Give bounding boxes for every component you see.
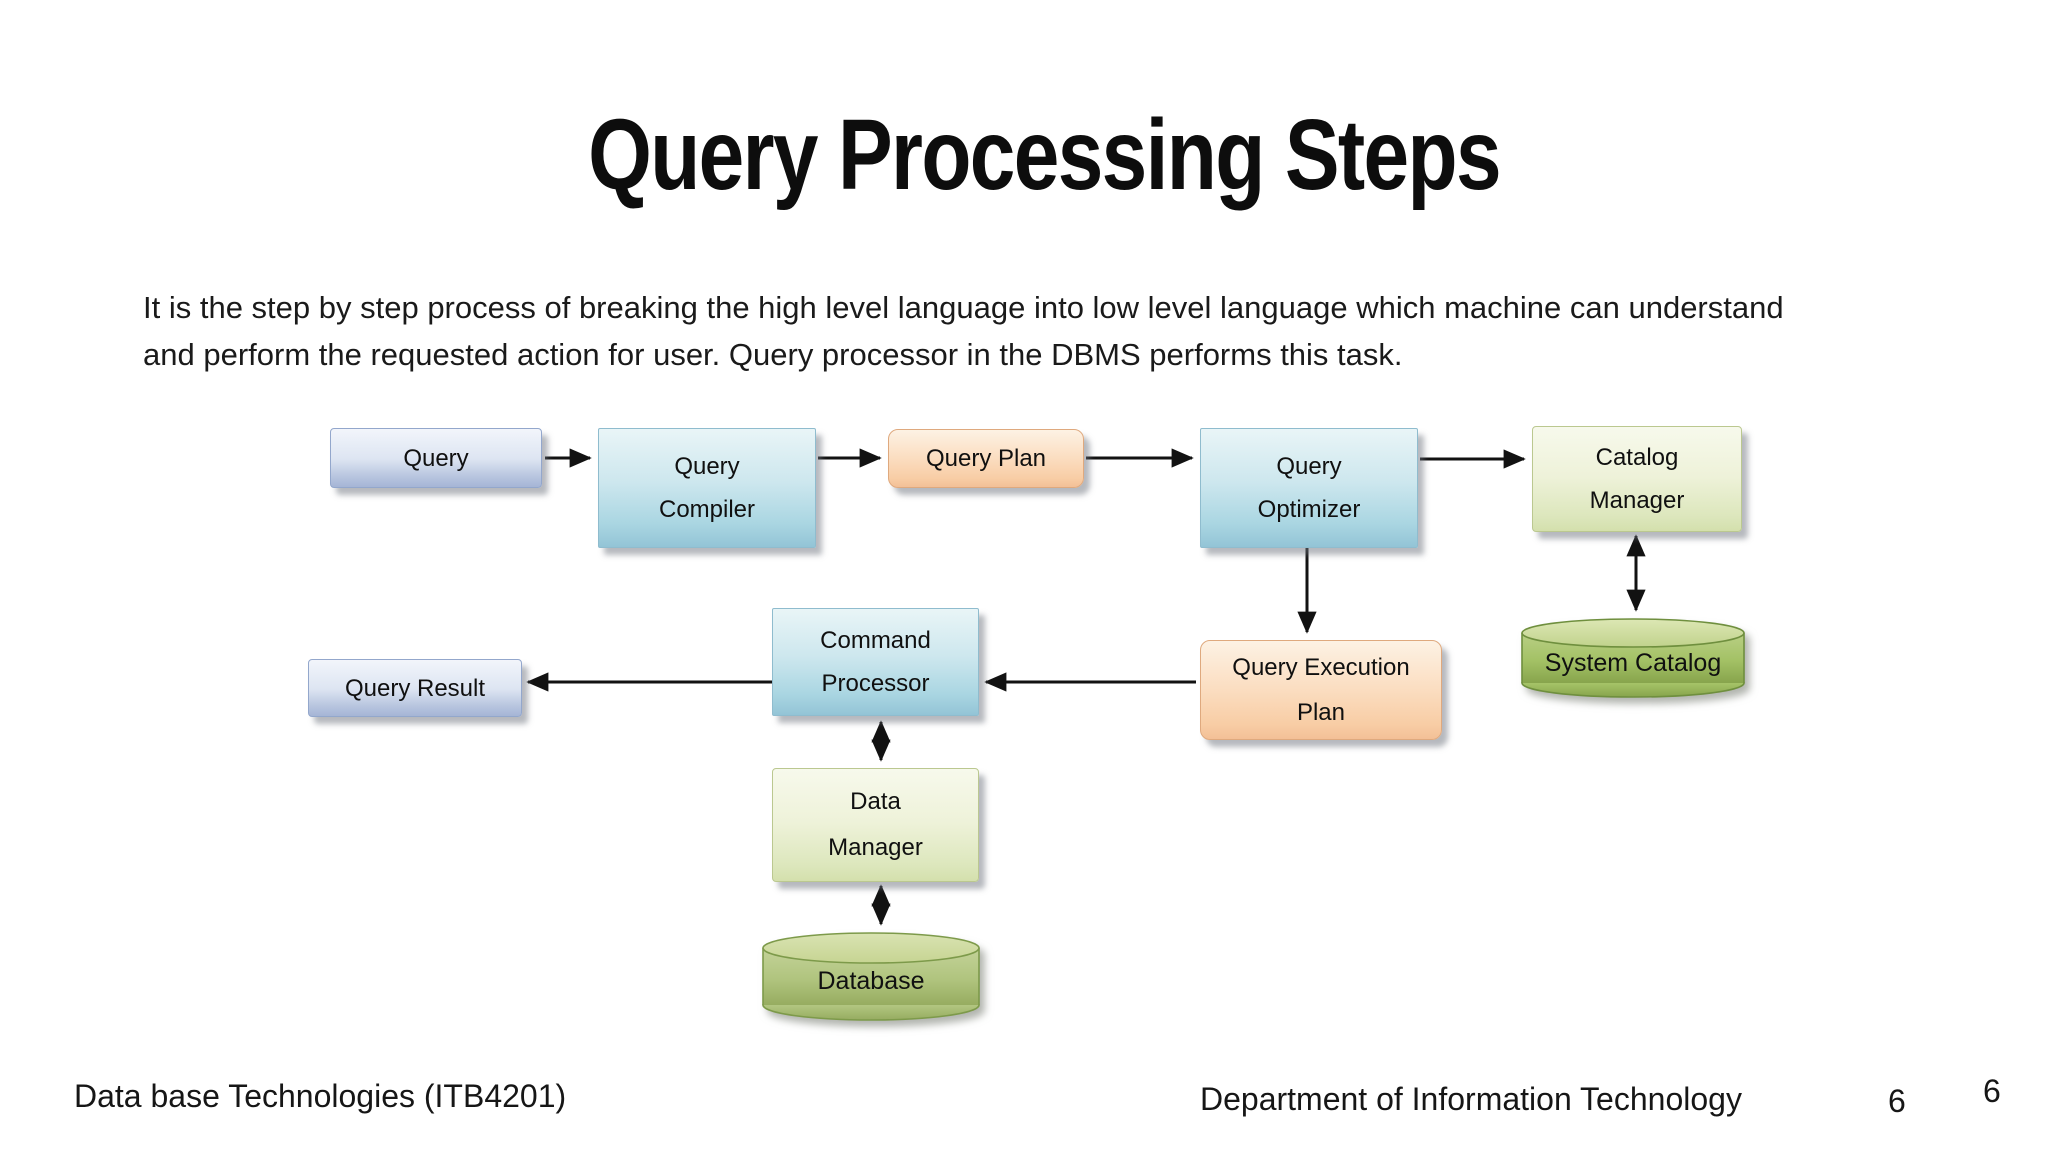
- node-query-optimizer-label-1: Query: [1276, 453, 1342, 480]
- footer-course-name: Data base Technologies (ITB4201): [74, 1078, 567, 1114]
- page-number-alt: 6: [1983, 1073, 2001, 1109]
- node-query-execution-plan-label-2: Plan: [1296, 699, 1346, 726]
- node-data-manager-label-2: Manager: [828, 834, 923, 861]
- node-query-optimizer: Query Optimizer: [1200, 428, 1418, 548]
- page-title: Query Processing Steps: [588, 99, 1501, 211]
- node-query-execution-plan: Query Execution Plan: [1200, 640, 1442, 740]
- page-number: 6: [1888, 1083, 1906, 1119]
- node-data-manager: Data Manager: [772, 768, 979, 882]
- node-database-label: Database: [817, 966, 925, 995]
- node-query-result: Query Result: [308, 659, 522, 717]
- node-query-result-label: Query Result: [344, 674, 486, 702]
- node-catalog-manager-label-1: Catalog: [1595, 444, 1679, 471]
- node-query-compiler-label-1: Query: [674, 453, 740, 480]
- node-data-manager-label-1: Data: [850, 788, 901, 815]
- node-database: Database: [760, 930, 982, 1024]
- footer-department: Department of Information Technology: [1200, 1081, 1742, 1117]
- node-system-catalog-label: System Catalog: [1544, 648, 1722, 677]
- slide-description: It is the step by step process of breaki…: [143, 284, 1784, 378]
- node-query-optimizer-label-2: Optimizer: [1257, 496, 1361, 523]
- node-command-processor: Command Processor: [772, 608, 979, 716]
- node-query: Query: [330, 428, 542, 488]
- database-cylinder-icon: [762, 932, 980, 1021]
- node-command-processor-label-1: Command: [820, 627, 931, 654]
- description-line-1: It is the step by step process of breaki…: [143, 290, 1784, 325]
- node-command-processor-label-2: Processor: [821, 670, 930, 697]
- description-line-2: and perform the requested action for use…: [143, 337, 1403, 372]
- node-catalog-manager: Catalog Manager: [1532, 426, 1742, 532]
- node-catalog-manager-label-2: Manager: [1589, 487, 1685, 514]
- node-query-execution-plan-label-1: Query Execution: [1232, 654, 1410, 681]
- node-query-compiler: Query Compiler: [598, 428, 816, 548]
- node-query-compiler-label-2: Compiler: [658, 496, 756, 523]
- node-query-plan: Query Plan: [888, 429, 1084, 488]
- node-system-catalog: System Catalog: [1519, 616, 1747, 702]
- system-catalog-cylinder-icon: [1521, 618, 1745, 698]
- node-query-label: Query: [403, 444, 469, 472]
- node-query-plan-label: Query Plan: [925, 445, 1047, 472]
